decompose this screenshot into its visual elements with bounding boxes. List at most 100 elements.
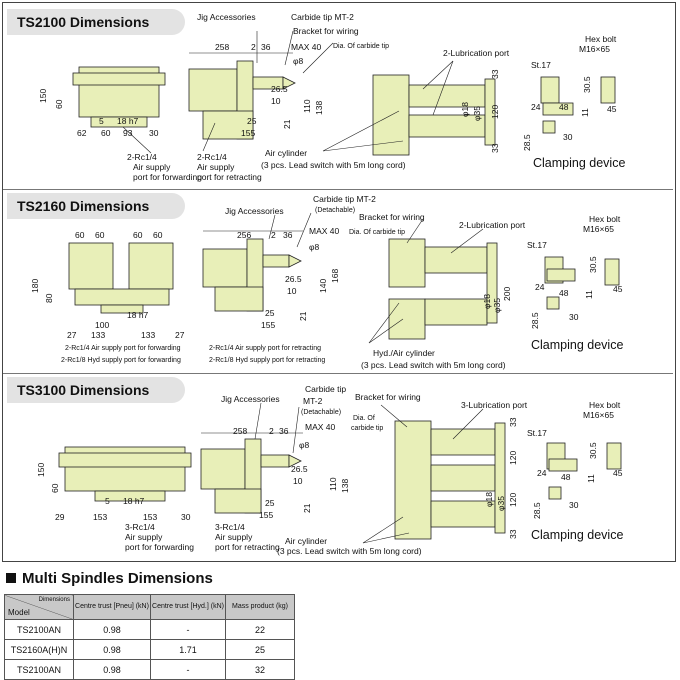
- s1-air-fwd1: Air supply: [133, 162, 171, 172]
- s1-dia-label: Dia. Of carbide tip: [333, 43, 390, 50]
- s2-dim: 80: [44, 293, 54, 303]
- s3-dim: 33: [508, 529, 518, 539]
- s3-dim: 36: [279, 426, 289, 436]
- ts2160-top-block1: [388, 238, 426, 288]
- ts2160-side-base: [214, 286, 264, 312]
- table-row: TS2160A(H)N 0.98 1.71 25: [4, 639, 295, 660]
- s3-dim: 26.5: [291, 464, 308, 474]
- s1-air-fwd2: port for forwarding: [133, 172, 202, 182]
- cell-hyd: 1.71: [150, 639, 226, 660]
- cell-mass: 32: [225, 659, 295, 680]
- s3-dim: 110: [328, 477, 338, 491]
- ts2160-side-cyl: [202, 248, 248, 288]
- s2-dim: St.17: [527, 240, 547, 250]
- s2-dim: 11: [584, 290, 594, 299]
- cell-pneu: 0.98: [73, 639, 151, 660]
- ts3100-clamp-b: [548, 458, 578, 472]
- s1-rc-ret: 2-Rc1/4: [197, 152, 227, 162]
- s3-dim: 48: [561, 472, 571, 482]
- s3-dim: 30.5: [588, 442, 598, 459]
- ts2160-clamp-d: [546, 296, 560, 310]
- s1-bracket-label: Bracket for wiring: [293, 26, 359, 36]
- s1-lub-label: 2-Lubrication port: [443, 48, 510, 58]
- s2-dia-label: Dia. Of carbide tip: [349, 229, 406, 236]
- s1-hexsize-label: M16×65: [579, 44, 610, 54]
- ts2100-side-base: [202, 110, 254, 140]
- s1-dim: 45: [607, 104, 617, 114]
- s3-air-fwd2: port for forwarding: [125, 542, 194, 552]
- table-row: TS2100AN 0.98 - 32: [4, 659, 295, 680]
- s2-dim: 168: [330, 268, 340, 283]
- s2-max-label: MAX 40: [309, 226, 340, 236]
- s2-ret: 2-Rc1/4 Air supply port for retracting: [209, 345, 322, 352]
- s2-bracket-label: Bracket for wiring: [359, 212, 425, 222]
- s1-dim: φ18: [460, 102, 470, 117]
- s1-dim: 11: [580, 108, 590, 117]
- s2-dim: 24: [535, 282, 545, 292]
- s2-dim: 60: [133, 230, 143, 240]
- s2-dim: φ35: [492, 298, 502, 313]
- s2-dim: 27: [67, 330, 77, 340]
- table-row: TS2100AN 0.98 - 22: [4, 619, 295, 640]
- s3-dim: 11: [586, 474, 596, 483]
- s2-dim: 60: [153, 230, 163, 240]
- s3-detach-label: (Detachable): [301, 409, 342, 416]
- s3-dim: 33: [508, 417, 518, 427]
- ts3100-front-top: [58, 452, 192, 468]
- s3-dim: 45: [613, 468, 623, 478]
- ts2100-front-top: [72, 72, 166, 86]
- section-divider: [3, 373, 673, 374]
- s3-dia2-label: carbide tip: [351, 425, 384, 432]
- s2-dim: 60: [95, 230, 105, 240]
- ts2100-side-cyl: [188, 68, 238, 112]
- ts2160-top-cyl2: [424, 298, 488, 326]
- cell-pneu: 0.98: [73, 659, 151, 680]
- s2-cyl2-label: (3 pcs. Lead switch with 5m long cord): [361, 360, 506, 370]
- s2-cyl-label: Hyd./Air cylinder: [373, 348, 435, 358]
- cell-model: TS2100AN: [4, 619, 74, 640]
- s2-dim: φ8: [309, 242, 320, 252]
- section-divider: [3, 189, 673, 190]
- ts2160-top-cyl1: [424, 246, 488, 274]
- s3-dim: 29: [55, 512, 65, 522]
- multi-title-text: Multi Spindles Dimensions: [22, 570, 213, 587]
- s2-ret2: 2-Rc1/8 Hyd supply port for retracting: [209, 357, 326, 364]
- s2-dim: 10: [287, 286, 297, 296]
- s1-cyl2-label: (3 pcs. Lead switch with 5m long cord): [261, 160, 406, 170]
- s1-dim: 18 h7: [117, 116, 139, 126]
- s1-dim: 60: [101, 128, 111, 138]
- s3-dim: 153: [93, 512, 108, 522]
- s2-dim: 2: [271, 230, 276, 240]
- bullet-square-icon: [6, 573, 16, 583]
- s1-dim: 258: [215, 42, 230, 52]
- ts2100-clamp-b: [542, 102, 574, 116]
- s1-dim: 24: [531, 102, 541, 112]
- drawing-frame: TS2100 Dimensions: [2, 2, 676, 562]
- cell-model: TS2100AN: [4, 659, 74, 680]
- ts2160-clamp-c: [604, 258, 620, 286]
- ts2160-front-base: [100, 304, 144, 314]
- s1-dim: 36: [261, 42, 271, 52]
- s1-dim: φ35: [472, 106, 482, 121]
- ts2160-top-end: [486, 242, 498, 324]
- ts3100-top-block: [394, 420, 432, 540]
- s2-dim: 45: [613, 284, 623, 294]
- ts2100-clamp-d: [542, 120, 556, 134]
- ts2100-top-cyl1: [408, 84, 486, 108]
- ts2100-front-base: [90, 116, 148, 128]
- technical-drawing: [58, 30, 622, 544]
- s2-dim: 21: [298, 311, 308, 321]
- s3-dim: St.17: [527, 428, 547, 438]
- s2-hex-label: Hex bolt: [589, 214, 621, 224]
- ts2160-front-left: [68, 242, 114, 290]
- s2-dim: 27: [175, 330, 185, 340]
- cell-mass: 25: [225, 639, 295, 660]
- s3-tip-label: Carbide tip: [305, 384, 347, 394]
- s3-rc-ret: 3-Rc1/4: [215, 522, 245, 532]
- s2-dim: 180: [30, 278, 40, 293]
- s1-dim: 21: [282, 119, 292, 129]
- s3-dim: 24: [537, 468, 547, 478]
- s1-dim: 33: [490, 69, 500, 79]
- s3-clamp-label: Clamping device: [531, 528, 624, 542]
- s2-detach-label: (Detachable): [315, 207, 356, 214]
